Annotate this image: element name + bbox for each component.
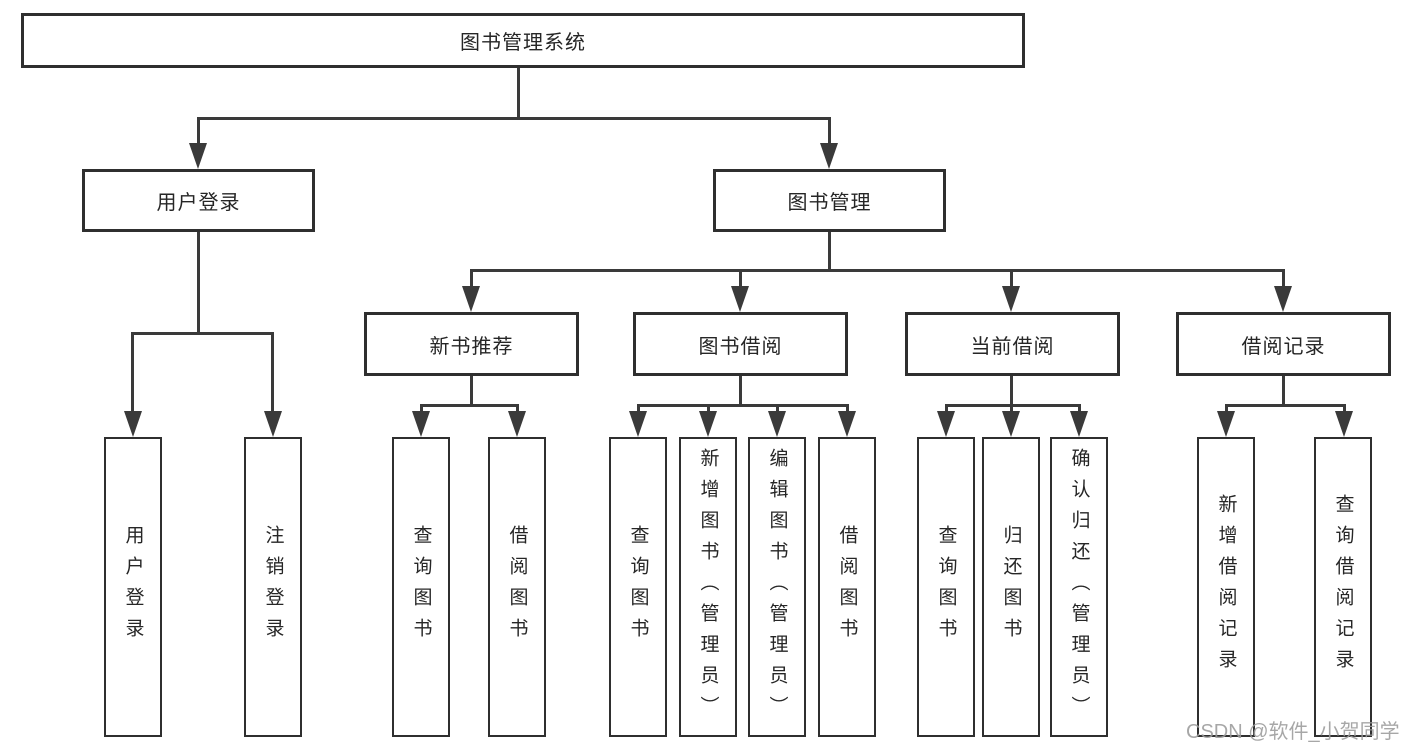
connector-line <box>1010 404 1013 414</box>
node-label: 查询借阅记录 <box>1332 494 1354 680</box>
connector-line <box>1010 376 1013 406</box>
connector-line <box>420 404 518 407</box>
connector-line <box>637 404 640 414</box>
arrow-down-icon <box>1070 411 1088 437</box>
node-new-book-recommendation: 新书推荐 <box>364 312 579 376</box>
node-label: 用户登录 <box>156 192 241 214</box>
node-library-management-system: 图书管理系统 <box>21 13 1025 68</box>
connector-line <box>1225 404 1228 414</box>
connector-line <box>271 332 274 412</box>
arrow-down-icon <box>462 286 480 312</box>
connector-line <box>131 332 134 412</box>
leaf-query-books-borrow: 查询图书 <box>609 437 667 737</box>
connector-line <box>1078 404 1081 414</box>
watermark: CSDN @软件_小贺同学 <box>1186 721 1400 743</box>
leaf-borrow-books-borrow: 借阅图书 <box>818 437 876 737</box>
arrow-down-icon <box>820 143 838 169</box>
leaf-query-books-recommend: 查询图书 <box>392 437 450 737</box>
connector-line <box>1010 269 1013 289</box>
leaf-user-login: 用户登录 <box>104 437 162 737</box>
connector-line <box>707 404 710 414</box>
arrow-down-icon <box>699 411 717 437</box>
arrow-down-icon <box>189 143 207 169</box>
connector-line <box>1282 269 1285 289</box>
connector-line <box>420 404 423 414</box>
connector-line <box>739 269 742 289</box>
node-label: 注销登录 <box>262 525 284 649</box>
connector-line <box>828 117 831 145</box>
node-label: 新书推荐 <box>429 335 514 358</box>
node-label: 编辑图书（管理员） <box>766 447 788 727</box>
node-label: 新增图书（管理员） <box>697 447 719 727</box>
connector-line <box>739 376 742 406</box>
connector-line <box>517 68 520 120</box>
arrow-down-icon <box>1217 411 1235 437</box>
connector-line <box>776 404 779 414</box>
node-label: 查询图书 <box>627 525 649 649</box>
node-label: 图书管理 <box>787 192 872 214</box>
arrow-down-icon <box>838 411 856 437</box>
node-book-borrowing: 图书借阅 <box>633 312 848 376</box>
arrow-down-icon <box>412 411 430 437</box>
connector-line <box>470 376 473 406</box>
node-label: 查询图书 <box>410 525 432 649</box>
arrow-down-icon <box>768 411 786 437</box>
connector-line <box>945 404 948 414</box>
node-label: 用户登录 <box>122 525 144 649</box>
node-borrowing-records: 借阅记录 <box>1176 312 1391 376</box>
arrow-down-icon <box>937 411 955 437</box>
connector-line <box>1343 404 1346 414</box>
node-label: 图书管理系统 <box>460 32 586 54</box>
connector-line <box>828 232 831 272</box>
arrow-down-icon <box>629 411 647 437</box>
connector-line <box>470 269 473 289</box>
arrow-down-icon <box>731 286 749 312</box>
leaf-logout-login: 注销登录 <box>244 437 302 737</box>
node-label: 借阅图书 <box>506 525 528 649</box>
arrow-down-icon <box>508 411 526 437</box>
node-label: 确认归还（管理员） <box>1068 447 1090 727</box>
connector-line <box>471 269 1285 272</box>
node-label: 借阅记录 <box>1241 335 1326 358</box>
node-label: 归还图书 <box>1000 525 1022 649</box>
arrow-down-icon <box>124 411 142 437</box>
connector-line <box>1225 404 1345 407</box>
arrow-down-icon <box>264 411 282 437</box>
leaf-add-books-admin: 新增图书（管理员） <box>679 437 737 737</box>
node-book-management: 图书管理 <box>713 169 946 232</box>
node-current-borrowing: 当前借阅 <box>905 312 1120 376</box>
leaf-edit-books-admin: 编辑图书（管理员） <box>748 437 806 737</box>
connector-line <box>516 404 519 414</box>
leaf-borrow-books-recommend: 借阅图书 <box>488 437 546 737</box>
connector-line <box>637 404 848 407</box>
node-label: 借阅图书 <box>836 525 858 649</box>
node-label: 查询图书 <box>935 525 957 649</box>
connector-line <box>1282 376 1285 406</box>
leaf-confirm-return-admin: 确认归还（管理员） <box>1050 437 1108 737</box>
arrow-down-icon <box>1002 286 1020 312</box>
leaf-add-borrow-record: 新增借阅记录 <box>1197 437 1255 737</box>
connector-line <box>197 117 200 145</box>
connector-line <box>197 232 200 334</box>
node-user-login: 用户登录 <box>82 169 315 232</box>
leaf-return-books: 归还图书 <box>982 437 1040 737</box>
leaf-query-books-current: 查询图书 <box>917 437 975 737</box>
node-label: 图书借阅 <box>698 335 783 358</box>
connector-line <box>131 332 274 335</box>
arrow-down-icon <box>1274 286 1292 312</box>
leaf-query-borrow-record: 查询借阅记录 <box>1314 437 1372 737</box>
node-label: 当前借阅 <box>970 335 1055 358</box>
connector-line <box>197 117 831 120</box>
arrow-down-icon <box>1335 411 1353 437</box>
connector-line <box>846 404 849 414</box>
arrow-down-icon <box>1002 411 1020 437</box>
node-label: 新增借阅记录 <box>1215 494 1237 680</box>
